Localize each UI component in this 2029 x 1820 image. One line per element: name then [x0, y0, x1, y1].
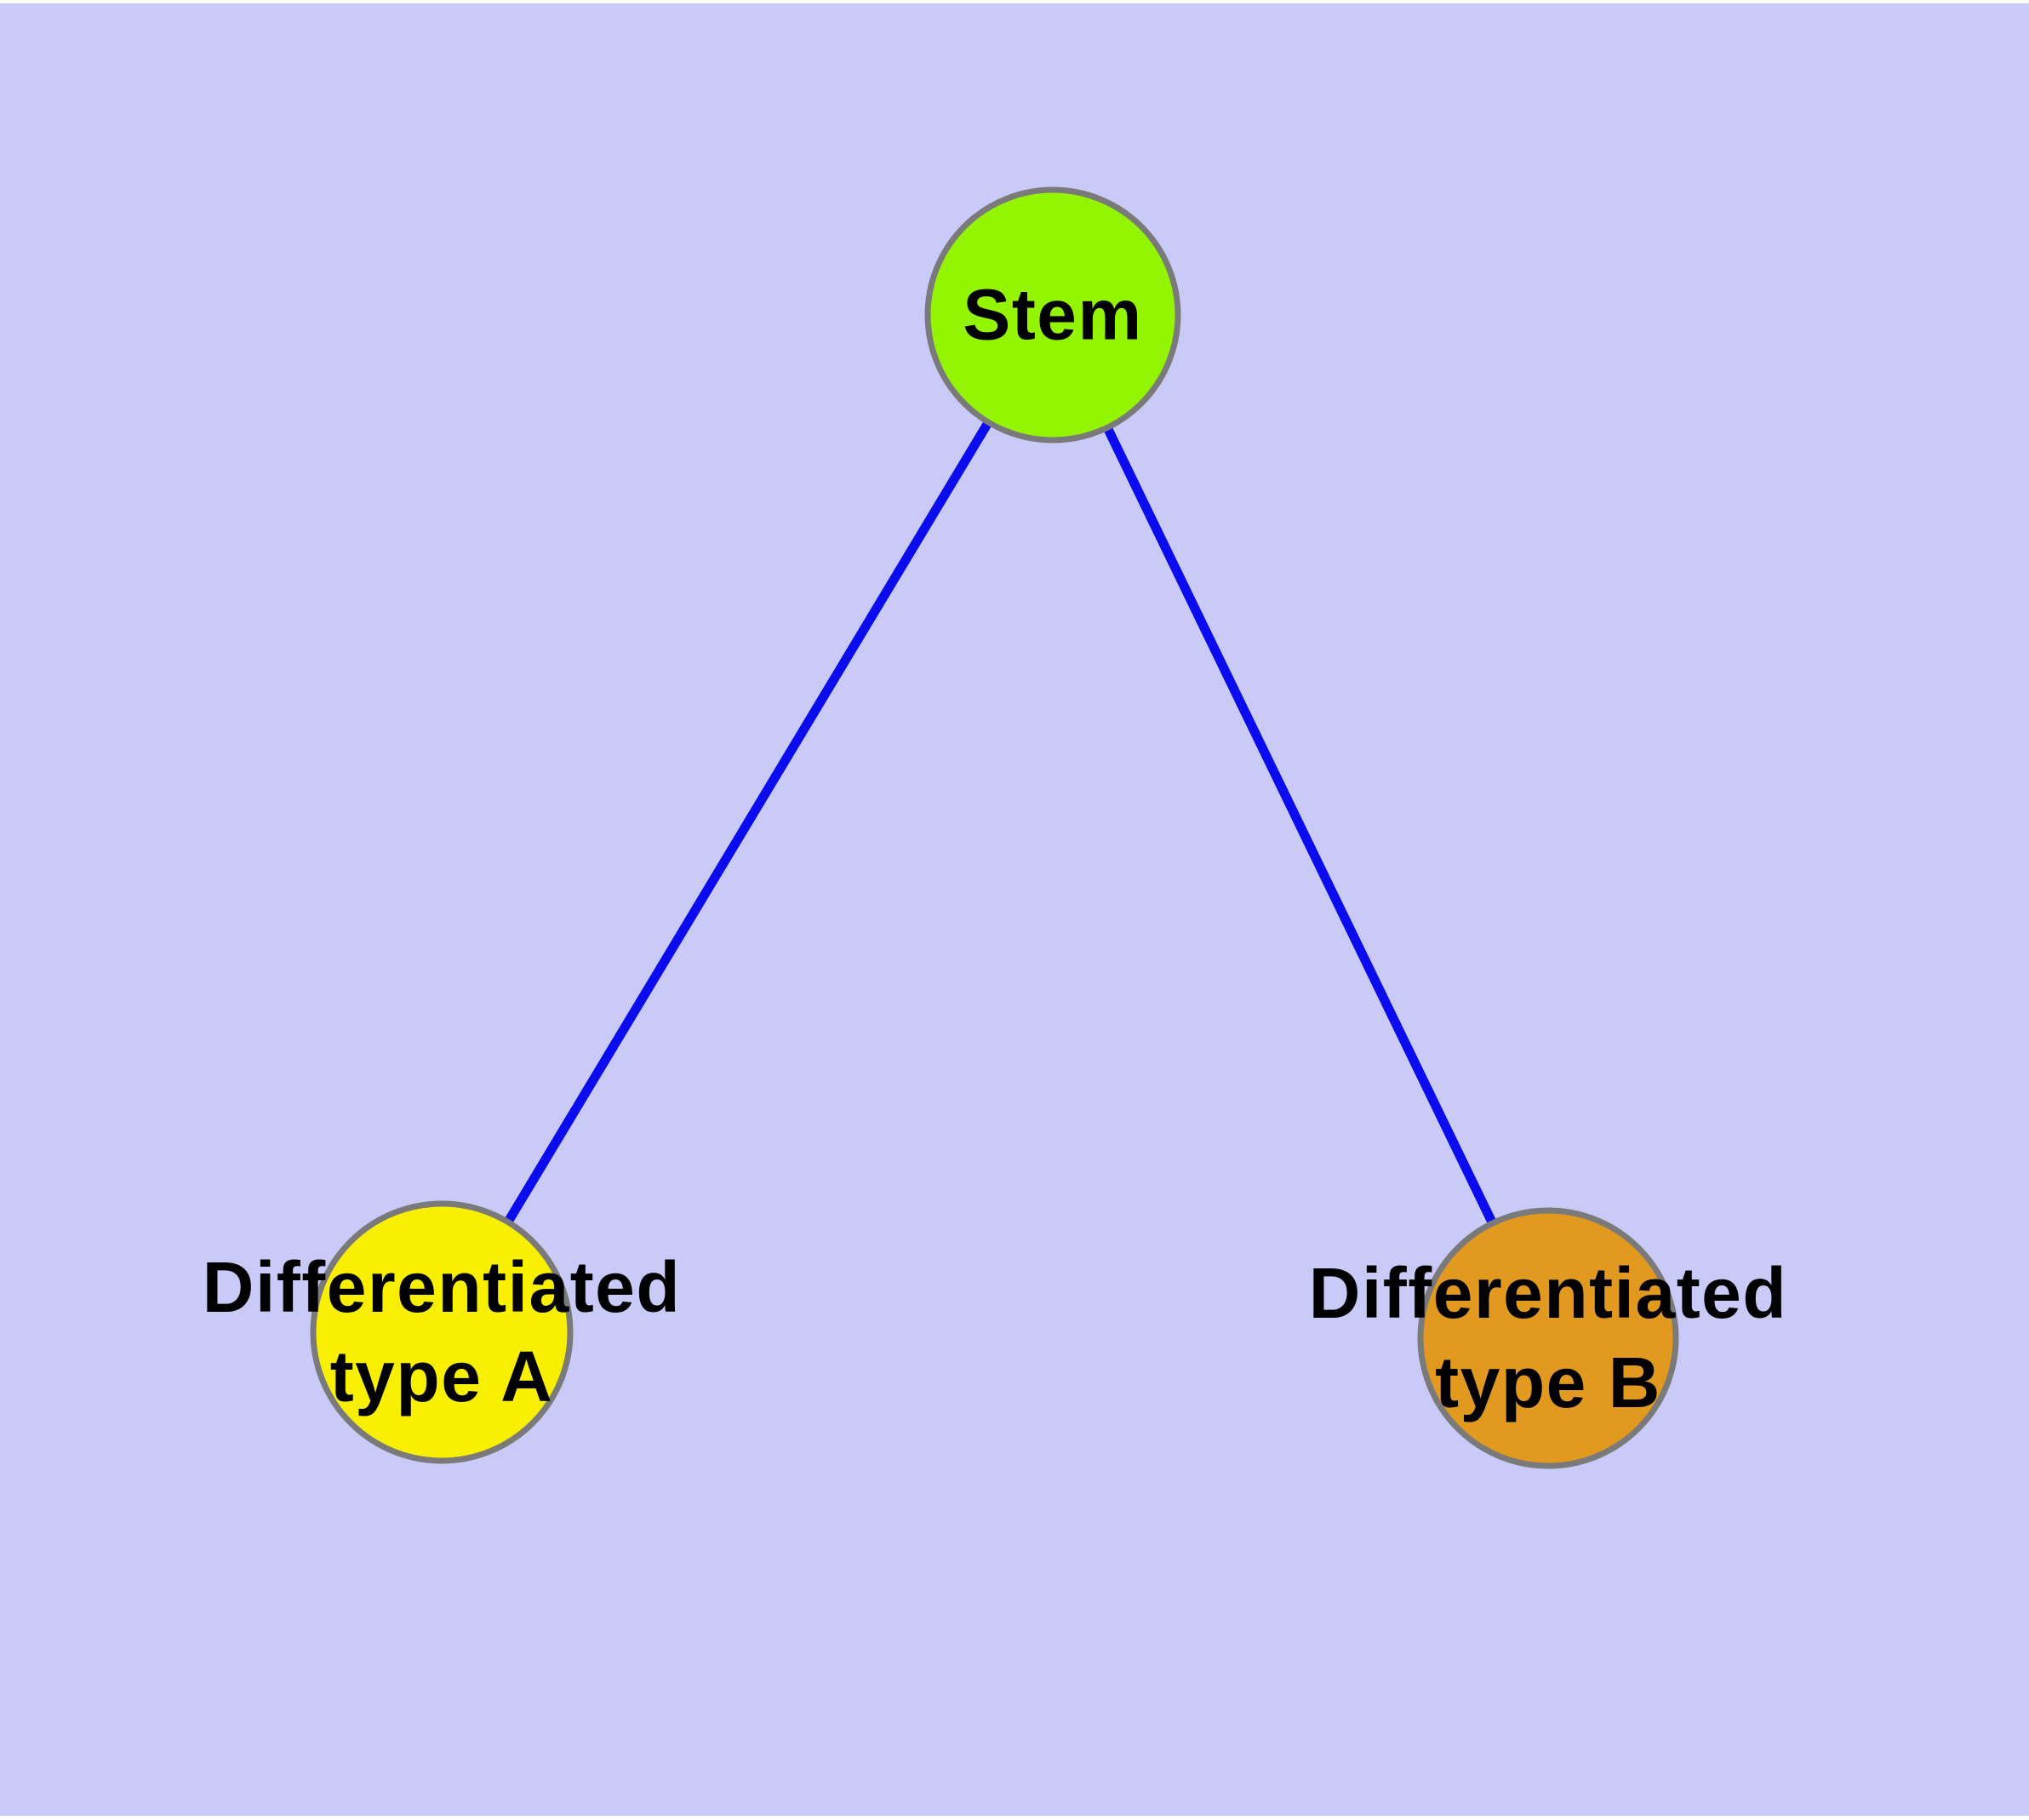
node-diff-a-circle — [310, 1200, 574, 1464]
node-diff-b-circle — [1417, 1207, 1679, 1469]
node-stem-circle — [924, 186, 1181, 444]
edge-stem-to-type-b — [1049, 312, 1552, 1341]
edge-stem-to-type-a — [437, 312, 1057, 1335]
